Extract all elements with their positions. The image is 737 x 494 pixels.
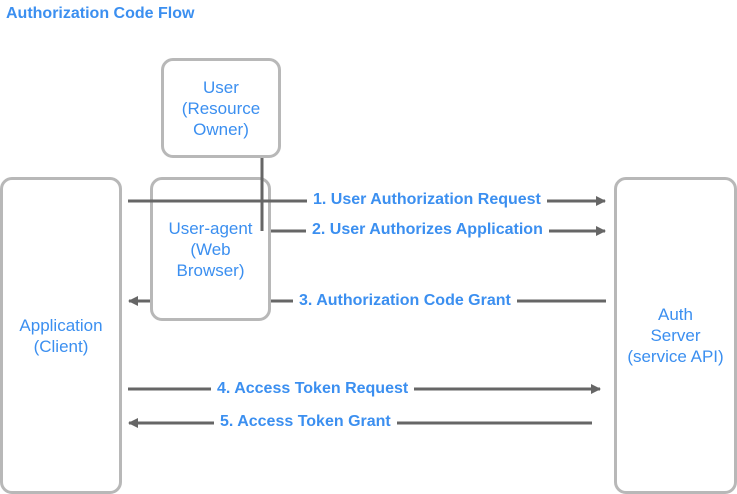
node-user-agent: User-agent (Web Browser) xyxy=(150,177,271,321)
diagram-title: Authorization Code Flow xyxy=(6,5,195,22)
node-user: User (Resource Owner) xyxy=(161,58,281,158)
step-2-label: 2. User Authorizes Application xyxy=(306,220,549,240)
node-application-label: Application (Client) xyxy=(19,315,103,356)
step-1-label: 1. User Authorization Request xyxy=(307,190,547,210)
step-3-label: 3. Authorization Code Grant xyxy=(293,291,517,311)
node-auth-server-label: Auth Server (service API) xyxy=(627,305,724,366)
step-5-label: 5. Access Token Grant xyxy=(214,412,397,432)
node-application: Application (Client) xyxy=(0,177,122,494)
node-user-label: User (Resource Owner) xyxy=(181,77,261,139)
node-auth-server: Auth Server (service API) xyxy=(614,177,737,494)
step-4-label: 4. Access Token Request xyxy=(211,379,415,399)
node-user-agent-label: User-agent (Web Browser) xyxy=(168,218,253,280)
